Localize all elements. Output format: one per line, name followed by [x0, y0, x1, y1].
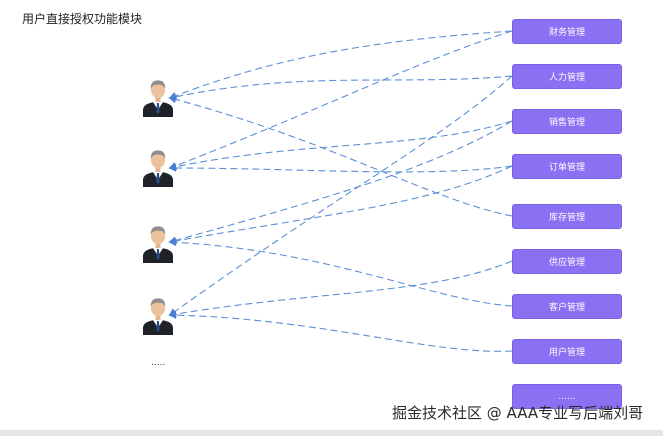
module-supply[interactable]: 供应管理: [512, 249, 622, 274]
module-user-mgmt[interactable]: 用户管理: [512, 339, 622, 364]
module-label: 供应管理: [548, 258, 585, 268]
link-finance-user1: [168, 30, 513, 100]
user-3[interactable]: [142, 225, 174, 263]
page-title: 用户直接授权功能模块: [22, 12, 143, 26]
module-sales[interactable]: 销售管理: [512, 109, 622, 134]
module-label: ......: [558, 391, 576, 402]
bottom-divider: [0, 430, 663, 436]
module-order[interactable]: 订单管理: [512, 154, 622, 179]
link-order-user3: [168, 165, 513, 245]
link-hr-user4: [168, 75, 513, 316]
user-avatar-icon: [143, 226, 173, 263]
module-customer[interactable]: 客户管理: [512, 294, 622, 319]
user-avatar-icon: [143, 150, 173, 187]
link-sales-user2: [168, 120, 513, 171]
link-inventory-user1: [168, 95, 513, 217]
module-label: 财务管理: [548, 28, 585, 38]
user-4[interactable]: [142, 297, 174, 335]
link-hr-user1: [168, 75, 513, 101]
module-more[interactable]: ......: [512, 384, 622, 409]
module-label: 销售管理: [548, 118, 585, 128]
user-2[interactable]: [142, 149, 174, 187]
module-label: 库存管理: [548, 213, 585, 223]
module-hr[interactable]: 人力管理: [512, 64, 622, 89]
link-finance-user2: [168, 30, 513, 170]
user-avatar-icon: [143, 80, 173, 117]
module-label: 订单管理: [548, 163, 585, 173]
more-users-ellipsis: .....: [151, 358, 166, 368]
module-label: 用户管理: [548, 348, 585, 358]
module-label: 客户管理: [548, 303, 585, 313]
link-customer-user3: [168, 238, 513, 307]
link-order-user2: [168, 164, 513, 173]
module-inventory[interactable]: 库存管理: [512, 204, 622, 229]
user-1[interactable]: [142, 79, 174, 117]
link-usermgmt-user4: [168, 311, 513, 352]
link-supply-user4: [168, 260, 513, 318]
module-finance[interactable]: 财务管理: [512, 19, 622, 44]
module-label: 人力管理: [548, 73, 585, 83]
user-avatar-icon: [143, 298, 173, 335]
link-sales-user3: [168, 120, 513, 245]
watermark: 掘金技术社区 @ AAA专业写后端刘哥: [392, 404, 644, 422]
